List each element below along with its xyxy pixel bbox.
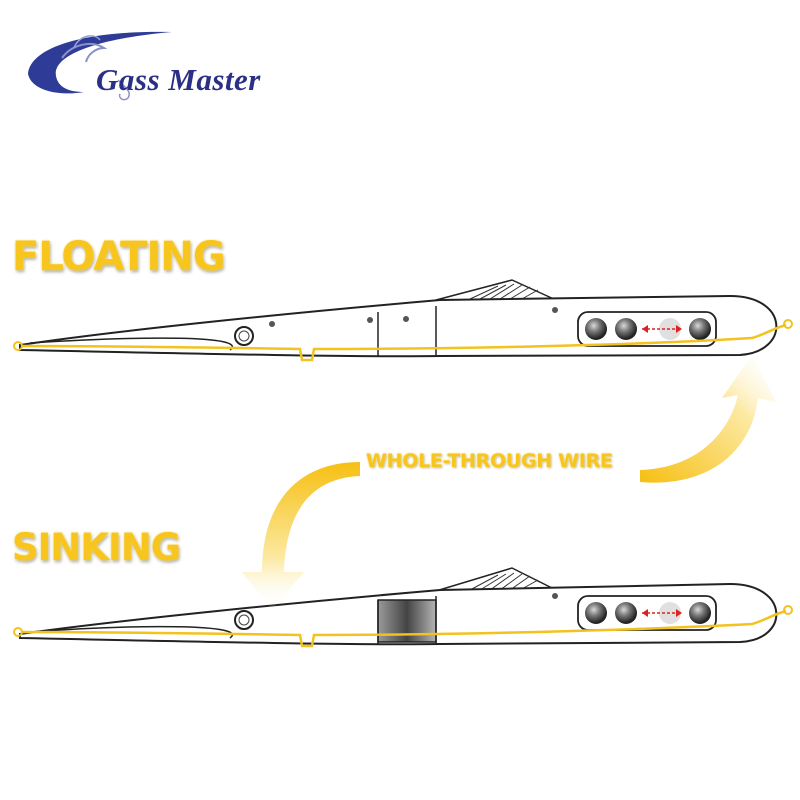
- sinking-label: SINKING: [12, 526, 181, 569]
- floating-lure: [13, 279, 793, 362]
- arrow-to-floating: [640, 355, 776, 483]
- arrow-to-sinking: [242, 462, 360, 610]
- brand-name: Gass Master: [96, 62, 261, 97]
- fish-swoosh-icon: [28, 31, 172, 101]
- brand-logo: Gass Master: [22, 18, 282, 108]
- sinking-lure: [13, 567, 793, 648]
- wire-label: WHOLE-THROUGH WIRE: [366, 450, 613, 472]
- floating-label: FLOATING: [12, 234, 226, 280]
